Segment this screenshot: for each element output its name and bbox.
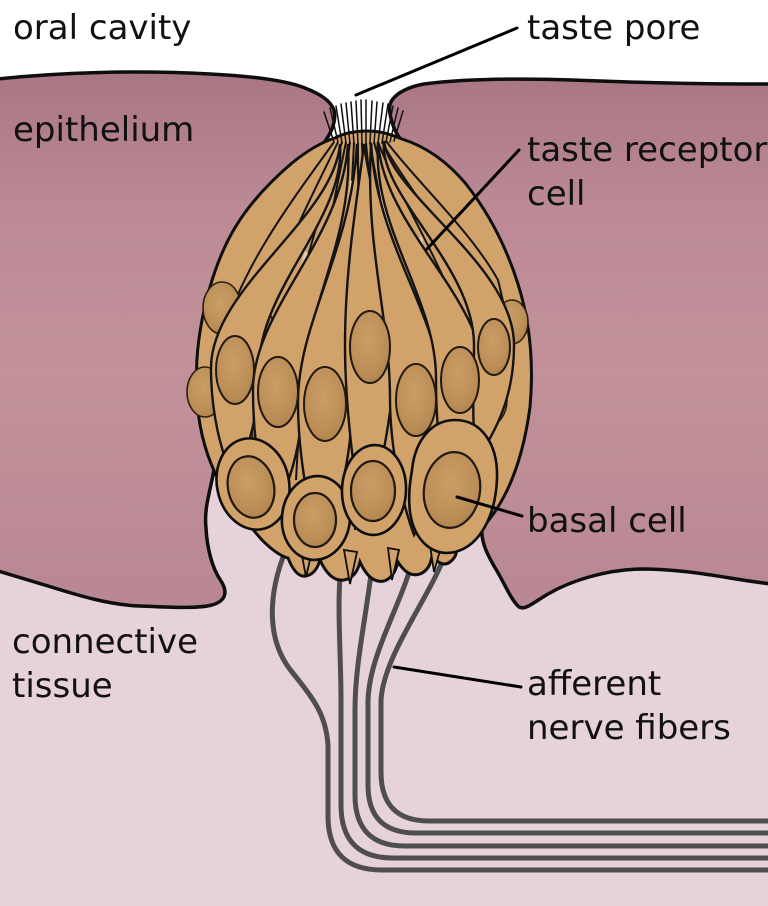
nerve-fiber (336, 554, 768, 861)
taste-receptor-cell-leader (425, 148, 521, 251)
basal-cell-nuclei (226, 451, 482, 549)
label-connective-tissue-line1: connective (12, 622, 199, 662)
label-oral-cavity: oral cavity (13, 8, 192, 48)
basal-cell-leader (455, 495, 524, 518)
label-afferent-nerve-fibers-line2: nerve fibers (527, 708, 731, 748)
nerve-fiber (378, 540, 768, 824)
nerve-fiber (365, 547, 768, 836)
label-afferent-nerve-fibers-line1: afferent (527, 664, 662, 704)
label-taste-receptor-cell-line1: taste receptor (527, 130, 768, 170)
label-taste-receptor-cell: taste receptor cell (527, 128, 767, 216)
label-connective-tissue-line2: tissue (12, 666, 113, 706)
label-connective-tissue: connective tissue (12, 620, 198, 708)
label-taste-pore: taste pore (527, 8, 701, 48)
taste-pore-leader (354, 26, 519, 97)
label-basal-cell: basal cell (527, 501, 687, 541)
taste-bud (186, 129, 533, 585)
leader-lines (354, 26, 524, 689)
label-taste-receptor-cell-line2: cell (527, 174, 586, 214)
receptor-cell-nuclei (215, 310, 511, 442)
label-epithelium: epithelium (13, 110, 195, 150)
nerve-fiber (352, 546, 768, 849)
afferent-nerve-fibers (269, 540, 768, 873)
afferent-nerve-fibers-leader (392, 665, 523, 689)
nerve-fiber (269, 549, 768, 873)
microvilli (323, 99, 404, 145)
label-afferent-nerve-fibers: afferent nerve fibers (527, 662, 731, 750)
